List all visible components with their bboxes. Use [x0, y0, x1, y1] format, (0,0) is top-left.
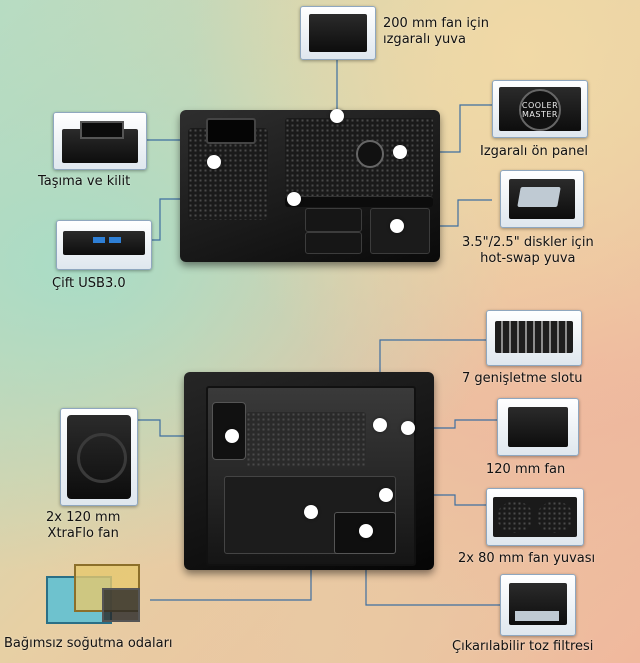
case-open-image	[184, 372, 434, 570]
label-fan-80: 2x 80 mm fan yuvası	[458, 551, 596, 566]
label-slots: 7 genişletme slotu	[462, 371, 583, 386]
callout-dot-cooling	[304, 505, 318, 519]
thumb-hotswap-bay	[500, 170, 584, 228]
logo-line-1: COOLER	[521, 101, 559, 110]
carry-handle	[206, 118, 256, 144]
label-dust-filter: Çıkarılabilir toz filtresi	[452, 639, 594, 654]
io-strip	[285, 196, 433, 207]
label-hdd-line-2: hot-swap yuva	[480, 251, 576, 266]
label-xtraflo-line-2: XtraFlo fan	[47, 526, 119, 541]
label-carry-lock: Taşıma ve kilit	[38, 174, 131, 189]
label-fan-200: 200 mm fan için ızgaralı yuva	[383, 16, 489, 48]
callout-dot-carry-lock	[207, 155, 221, 169]
callout-dot-xtraflo	[225, 429, 239, 443]
cooler-master-logo-icon: COOLER MASTER	[519, 89, 561, 131]
label-hdd: 3.5"/2.5" diskler için hot-swap yuva	[462, 235, 594, 267]
thumb-80mm-fan-mounts	[486, 488, 584, 546]
front-logo-badge	[356, 140, 384, 168]
label-xtraflo: 2x 120 mm XtraFlo fan	[46, 510, 120, 542]
callout-dot-fan-200	[330, 109, 344, 123]
thumb-120mm-fan	[497, 398, 579, 456]
odd-bay-2	[305, 232, 362, 254]
interior-mesh	[246, 412, 366, 466]
callout-dot-usb	[287, 192, 301, 206]
odd-bay	[305, 208, 362, 232]
label-front-panel: Izgaralı ön panel	[480, 144, 588, 159]
label-fan-200-line-2: ızgaralı yuva	[383, 32, 466, 47]
case-closed-image	[180, 110, 440, 262]
thumb-expansion-slots	[486, 310, 582, 366]
label-usb: Çift USB3.0	[52, 276, 126, 291]
thumb-carry-lock	[53, 112, 147, 170]
label-fan-200-line-1: 200 mm fan için	[383, 16, 489, 31]
thumb-front-panel: COOLER MASTER	[492, 80, 588, 138]
thumb-dust-filter	[500, 574, 576, 636]
label-fan-120: 120 mm fan	[486, 462, 566, 477]
thumb-200mm-fan-grill	[300, 6, 376, 60]
cooling-zones-diagram	[46, 558, 142, 624]
thumb-xtraflo-fan	[60, 408, 138, 506]
label-cooling: Bağımsız soğutma odaları	[4, 636, 173, 651]
callout-dot-fan-80	[379, 488, 393, 502]
logo-line-2: MASTER	[522, 110, 558, 119]
callout-dot-dust-filter	[359, 524, 373, 538]
thumb-usb-ports	[56, 220, 152, 270]
callout-dot-front-panel	[393, 145, 407, 159]
label-hdd-line-1: 3.5"/2.5" diskler için	[462, 235, 594, 250]
callout-dot-slots	[373, 418, 387, 432]
callout-dot-hdd	[390, 219, 404, 233]
label-xtraflo-line-1: 2x 120 mm	[46, 510, 121, 525]
callout-dot-fan-120	[401, 421, 415, 435]
